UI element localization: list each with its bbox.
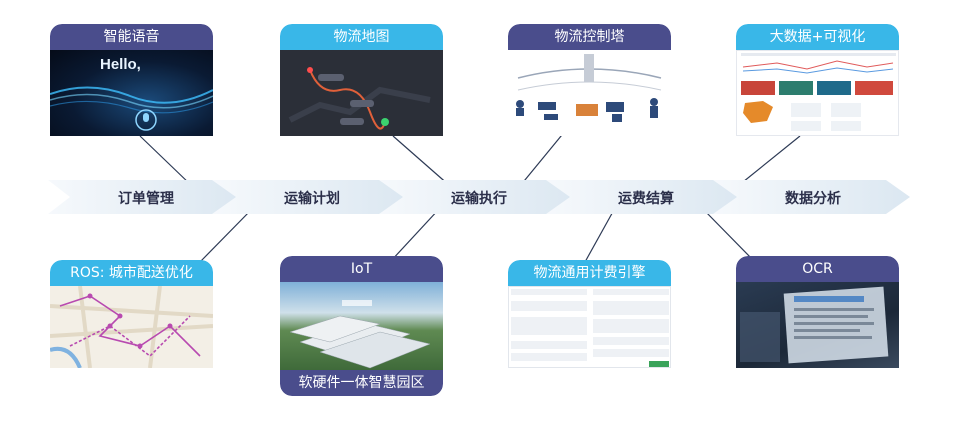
flow-step-settlement: 运费结算 [618, 191, 674, 207]
dashboard-graphic [741, 53, 896, 131]
connector-line [199, 207, 254, 263]
flow-step-analysis: 数据分析 [785, 191, 841, 207]
flow-step-planning: 运输计划 [284, 191, 340, 207]
connector-line [389, 207, 441, 263]
truck-icon [606, 102, 624, 112]
card-billing-engine-title: 物流通用计费引擎 [508, 260, 671, 286]
card-logistics-map-title: 物流地图 [280, 24, 443, 50]
card-iot: IoT 软硬件一体智慧园区 [280, 256, 443, 396]
card-ros: ROS: 城市配送优化 [50, 260, 213, 368]
warehouse-icon [576, 104, 598, 116]
flow-step-order: 订单管理 [118, 191, 174, 207]
billing-form-image [508, 286, 671, 368]
card-iot-footer: 软硬件一体智慧园区 [280, 370, 443, 396]
connector-line [519, 129, 567, 187]
person-icon [650, 98, 658, 106]
map-route-graphic [288, 67, 431, 130]
voice-hello-text: Hello, [100, 56, 141, 73]
connector-line [392, 135, 451, 187]
card-ocr-title: OCR [736, 256, 899, 282]
connector-line [737, 135, 801, 187]
flow-chevron-1 [48, 180, 242, 214]
train-icon [612, 114, 622, 122]
card-voice-title: 智能语音 [50, 24, 213, 50]
microphone-icon [135, 109, 157, 131]
card-ocr: OCR [736, 256, 899, 368]
card-logistics-map: 物流地图 [280, 24, 443, 136]
card-big-data: 大数据+可视化 [736, 24, 899, 136]
map-pin-icon [307, 67, 313, 73]
map-pin-icon [381, 118, 389, 126]
flow-chevron-2 [212, 180, 409, 214]
ros-route-map-image [50, 286, 213, 368]
card-ros-title: ROS: 城市配送优化 [50, 260, 213, 286]
billing-form-graphic [511, 289, 669, 367]
tower-icon [584, 54, 594, 82]
ship-icon [538, 102, 556, 110]
warehouse-park-graphic [289, 300, 431, 369]
submit-button-shape [649, 361, 669, 367]
plane-icon [544, 114, 558, 120]
ocr-document-image [736, 282, 899, 368]
logistics-map-image [280, 50, 443, 136]
card-billing-engine: 物流通用计费引擎 [508, 260, 671, 368]
card-iot-title: IoT [280, 256, 443, 282]
card-big-data-title: 大数据+可视化 [736, 24, 899, 50]
voice-wave-graphic [50, 86, 213, 131]
card-voice: 智能语音 Hello, [50, 24, 213, 136]
control-tower-image [508, 50, 671, 136]
big-data-dashboard-image [736, 50, 899, 136]
flow-chevron-3 [379, 180, 576, 214]
connector-line [584, 207, 616, 263]
flow-step-execution: 运输执行 [451, 191, 507, 207]
flow-chevron-5 [713, 180, 910, 214]
ros-route-graphic [50, 286, 213, 368]
flow-chevron-4 [546, 180, 743, 214]
connector-line [701, 207, 756, 263]
china-map-shape [743, 101, 773, 123]
voice-screen-image: Hello, [50, 50, 213, 136]
connector-line [139, 135, 193, 187]
control-tower-graphic [516, 54, 662, 122]
card-control-tower-title: 物流控制塔 [508, 24, 671, 50]
card-control-tower: 物流控制塔 [508, 24, 671, 136]
ocr-graphic [740, 286, 889, 364]
smart-park-image [280, 282, 443, 370]
people-icon [516, 100, 524, 108]
